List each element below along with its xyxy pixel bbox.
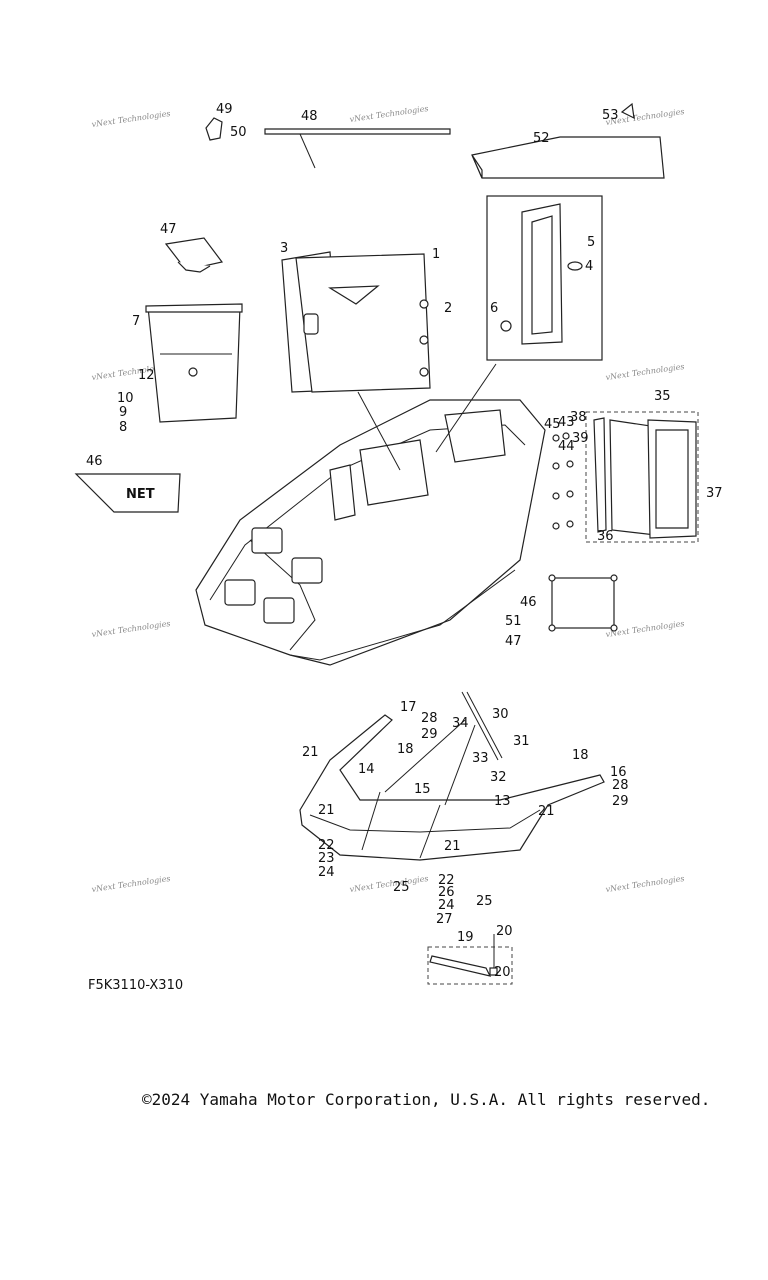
label-51: 50 (230, 125, 247, 140)
label-22b: 21 (538, 804, 555, 819)
label-44: 46 (86, 454, 103, 469)
label-24: 23 (318, 851, 335, 866)
label-26b: 25 (476, 894, 493, 909)
label-10: 10 (117, 391, 134, 406)
label-49: 48 (301, 109, 318, 124)
label-9: 9 (119, 405, 127, 420)
label-29b: 28 (612, 778, 629, 793)
label-22d: 21 (444, 839, 461, 854)
label-33: 32 (490, 770, 507, 785)
watermark: vNext Technologies (349, 104, 429, 124)
door-detail-inset (486, 195, 603, 361)
label-31: 30 (492, 707, 509, 722)
label-25a: 24 (318, 865, 335, 880)
label-52: 52 (533, 131, 550, 146)
hatch-assembly (552, 411, 699, 543)
label-6: 6 (490, 301, 498, 316)
label-15: 15 (414, 782, 431, 797)
trim-strip-inset (427, 934, 513, 985)
label-18b: 18 (572, 748, 589, 763)
watermark: vNext Technologies (349, 874, 429, 894)
label-2: 2 (444, 301, 452, 316)
label-22a: 21 (302, 745, 319, 760)
part-labels: 49 50 48 53 52 47 3 1 2 5 4 6 7 12 10 9 … (86, 102, 723, 980)
label-21: 20 (496, 924, 513, 939)
label-30: 29 (421, 727, 438, 742)
label-28: 27 (436, 912, 453, 927)
label-40: 39 (572, 431, 589, 446)
label-39: 38 (570, 410, 587, 425)
label-35: 34 (452, 716, 469, 731)
windshield-assembly (299, 691, 605, 861)
watermark: vNext Technologies (91, 109, 171, 129)
label-47b: 47 (505, 634, 522, 649)
label-42: 44 (558, 439, 575, 454)
net-label: NET (126, 487, 155, 502)
door-assembly (281, 251, 431, 393)
top-parts (205, 102, 665, 179)
label-34: 33 (472, 751, 489, 766)
left-parts: NET (74, 237, 243, 513)
label-43: 45 (544, 417, 561, 432)
label-1: 1 (432, 247, 440, 262)
watermark: vNext Technologies (91, 619, 171, 639)
label-37: 36 (597, 529, 614, 544)
watermark: vNext Technologies (91, 874, 171, 894)
label-12: 12 (138, 368, 155, 383)
label-26a: 25 (393, 880, 410, 895)
boat-hull (195, 363, 546, 666)
label-14: 14 (358, 762, 375, 777)
label-23b: 22 (438, 873, 455, 888)
label-36: 35 (654, 389, 671, 404)
label-38: 37 (706, 486, 723, 501)
watermark: vNext Technologies (605, 874, 685, 894)
label-18: 18 (397, 742, 414, 757)
label-27: 26 (438, 885, 455, 900)
label-29: 28 (421, 711, 438, 726)
label-32: 31 (513, 734, 530, 749)
label-53: 53 (602, 108, 619, 123)
watermark: vNext Technologies (605, 362, 685, 382)
label-48: 51 (505, 614, 522, 629)
label-13: 13 (494, 794, 511, 809)
label-50: 49 (216, 102, 233, 117)
label-19: 19 (457, 930, 474, 945)
label-46b: 46 (520, 595, 537, 610)
label-17: 17 (400, 700, 417, 715)
label-5: 5 (587, 235, 595, 250)
label-4: 4 (585, 259, 593, 274)
label-41: 43 (558, 415, 575, 430)
frame-46 (548, 574, 618, 632)
label-23a: 22 (318, 838, 335, 853)
label-22c: 21 (318, 803, 335, 818)
diagram-code: F5K3110-X310 (88, 978, 184, 993)
label-25b: 24 (438, 898, 455, 913)
label-30b: 29 (612, 794, 629, 809)
label-45: 47 (160, 222, 177, 237)
label-20b: 20 (494, 965, 511, 980)
label-3: 3 (280, 241, 288, 256)
copyright-notice: ©2024 Yamaha Motor Corporation, U.S.A. A… (142, 1090, 711, 1109)
label-8: 8 (119, 420, 127, 435)
label-16: 16 (610, 765, 627, 780)
label-7: 7 (132, 314, 140, 329)
